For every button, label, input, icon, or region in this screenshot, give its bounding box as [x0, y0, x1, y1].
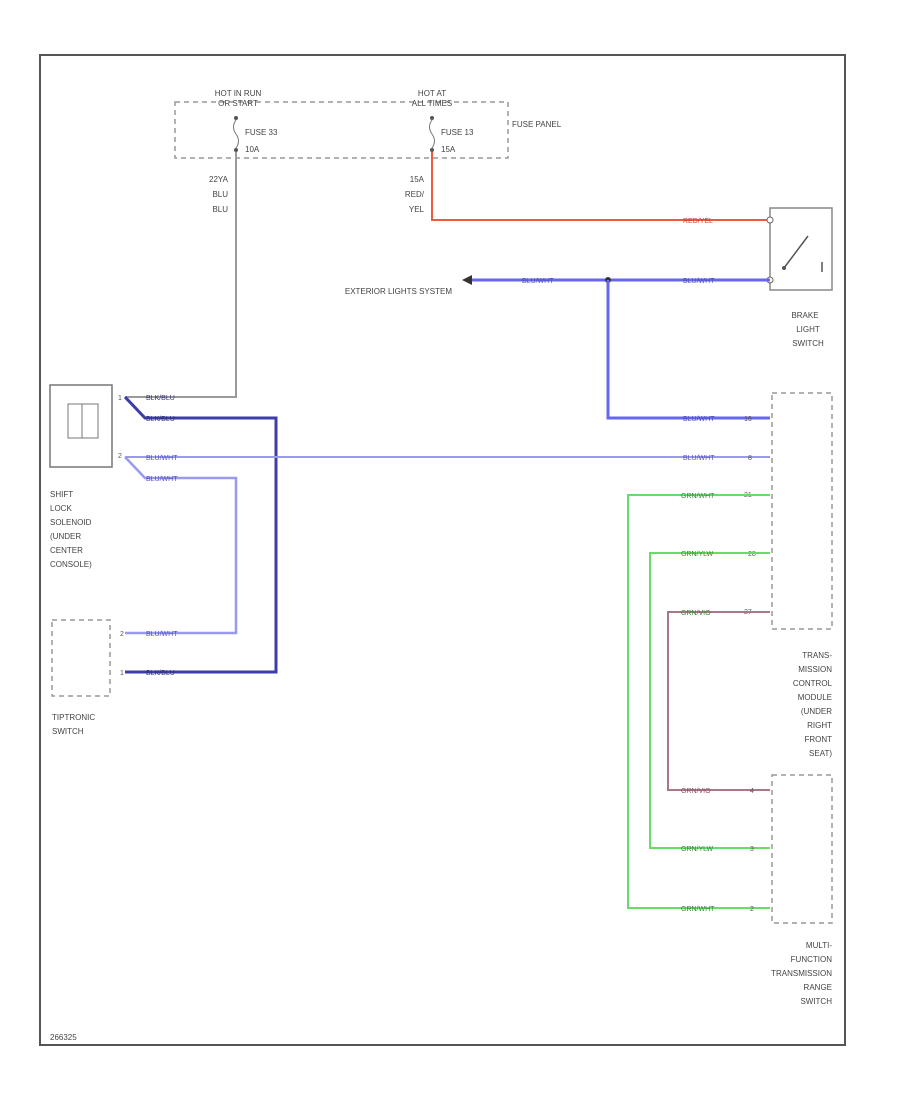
mfrs-label-5: SWITCH	[800, 997, 832, 1006]
tiptronic-wire-2: BLK/BLU	[146, 670, 175, 677]
fuse-33-rating: 10A	[245, 145, 260, 154]
fuse-33-bottom-terminal	[234, 148, 238, 152]
diagram-frame	[39, 54, 846, 1046]
mf-wire-grn-ylw: GRN/YLW	[681, 846, 714, 853]
tiptronic-pin-2: 2	[120, 631, 124, 638]
left-wire-color1: BLU	[212, 190, 228, 199]
tcm-wire-grn-wht: GRN/WHT	[681, 493, 715, 500]
right-supply-line2: ALL TIMES	[412, 99, 452, 108]
brake-switch-box	[769, 207, 833, 291]
diagram-code: 266325	[50, 1033, 77, 1042]
tcm-label-5: (UNDER	[801, 707, 832, 716]
blu-blu-label: BLK/BLU	[146, 395, 175, 402]
tcm-box	[771, 392, 833, 630]
tcm-label-1: TRANS-	[802, 651, 832, 660]
mf-wire-grn-wht: GRN/WHT	[681, 906, 715, 913]
left-wire-id: 22YA	[209, 175, 229, 184]
red-yel-label: RED/YEL	[683, 218, 713, 225]
blue-wire-to-tcm-16	[606, 280, 770, 420]
mfrs-pin-4: 4	[750, 788, 754, 795]
tiptronic-label-1: TIPTRONIC	[52, 713, 95, 722]
red-wire-fuse13	[431, 152, 770, 221]
green-wire-tcm21-mf2	[627, 494, 770, 909]
blk-blu-label: BLK/BLU	[146, 416, 175, 423]
tiptronic-wire-1: BLU/WHT	[146, 631, 178, 638]
brake-switch-pivot	[782, 266, 786, 270]
shift-lock-plunger	[82, 403, 99, 439]
shift-lock-label-5: CENTER	[50, 546, 83, 555]
fuse-panel-label: FUSE PANEL	[512, 120, 562, 129]
tcm-pin-28: 28	[748, 551, 756, 558]
gray-wire-fuse33	[125, 152, 237, 398]
violet-wire-tcm27-mf4	[667, 611, 770, 791]
tcm-label-6: RIGHT	[807, 721, 832, 730]
green-wire-tcm28-mf3	[649, 552, 770, 849]
tiptronic-box	[51, 619, 111, 697]
brake-switch-contact	[783, 235, 809, 269]
right-wire-color1: RED/	[405, 190, 425, 199]
light-blue-wire-shift-tiptronic	[124, 456, 238, 635]
fuse-13-top-terminal	[430, 116, 434, 120]
fuse-33-label: FUSE 33	[245, 128, 278, 137]
right-wire-id: 15A	[410, 175, 425, 184]
brake-switch-label-1: BRAKE	[791, 311, 818, 320]
shift-lock-label-6: CONSOLE)	[50, 560, 92, 569]
mfrs-label-1: MULTI-	[806, 941, 832, 950]
right-supply-line1: HOT AT	[418, 89, 446, 98]
blu-wht-label-b: BLU/WHT	[683, 278, 715, 285]
fuse-panel-box	[174, 101, 509, 159]
tcm-wire-grn-ylw: GRN/YLW	[681, 551, 714, 558]
mfrs-label-4: RANGE	[804, 983, 832, 992]
brake-switch-label-2: LIGHT	[796, 325, 820, 334]
mfrs-box	[771, 774, 833, 924]
fuse-13-symbol	[429, 119, 435, 149]
shift-lock-label-3: SOLENOID	[50, 518, 92, 527]
shift-lock-coil	[67, 403, 83, 439]
shift-lock-label-1: SHIFT	[50, 490, 73, 499]
tcm-label-7: FRONT	[804, 735, 832, 744]
fuse-33-symbol	[233, 119, 239, 149]
shift-lock-label-4: (UNDER	[50, 532, 81, 541]
shift-lock-box	[49, 384, 113, 468]
tcm-label-3: CONTROL	[793, 679, 833, 688]
mfrs-pin-3: 3	[750, 846, 754, 853]
blu-wht-label-a: BLU/WHT	[522, 278, 554, 285]
fuse-33-top-terminal	[234, 116, 238, 120]
blu-wht-tcm8-label: BLU/WHT	[683, 455, 715, 462]
shift-lock-pin-2: 2	[118, 453, 122, 460]
tcm-pin-8: 8	[748, 455, 752, 462]
shift-lock-pin-1: 1	[118, 395, 122, 402]
fuse-13-label: FUSE 13	[441, 128, 474, 137]
left-supply-line1: HOT IN RUN	[215, 89, 262, 98]
tcm-label-8: SEAT)	[809, 749, 832, 758]
blu-wht-sl-label: BLU/WHT	[146, 455, 178, 462]
tcm-label-2: MISSION	[798, 665, 832, 674]
brake-switch-terminal-1	[766, 216, 774, 224]
dark-blue-wire-shift-tiptronic	[123, 395, 278, 674]
mfrs-label-2: FUNCTION	[791, 955, 833, 964]
exterior-lights-arrow	[462, 275, 472, 285]
tcm-label-4: MODULE	[798, 693, 832, 702]
blu-wht-tcm-label: BLU/WHT	[683, 416, 715, 423]
right-wire-color2: YEL	[409, 205, 425, 214]
exterior-lights-label: EXTERIOR LIGHTS SYSTEM	[345, 287, 452, 296]
tcm-wire-grn-vio: GRN/VIO	[681, 610, 711, 617]
left-wire-color2: BLU	[212, 205, 228, 214]
left-supply-line2: OR START	[218, 99, 258, 108]
tiptronic-label-2: SWITCH	[52, 727, 84, 736]
shift-lock-label-2: LOCK	[50, 504, 72, 513]
mfrs-label-3: TRANSMISSION	[771, 969, 832, 978]
tcm-pin-16: 16	[744, 416, 752, 423]
brake-switch-label-3: SWITCH	[792, 339, 824, 348]
mf-wire-grn-vio: GRN/VIO	[681, 788, 711, 795]
blu-wht-sl2-label: BLU/WHT	[146, 476, 178, 483]
fuse-13-rating: 15A	[441, 145, 456, 154]
tiptronic-pin-1: 1	[120, 670, 124, 677]
mfrs-pin-2: 2	[750, 906, 754, 913]
fuse-13-bottom-terminal	[430, 148, 434, 152]
